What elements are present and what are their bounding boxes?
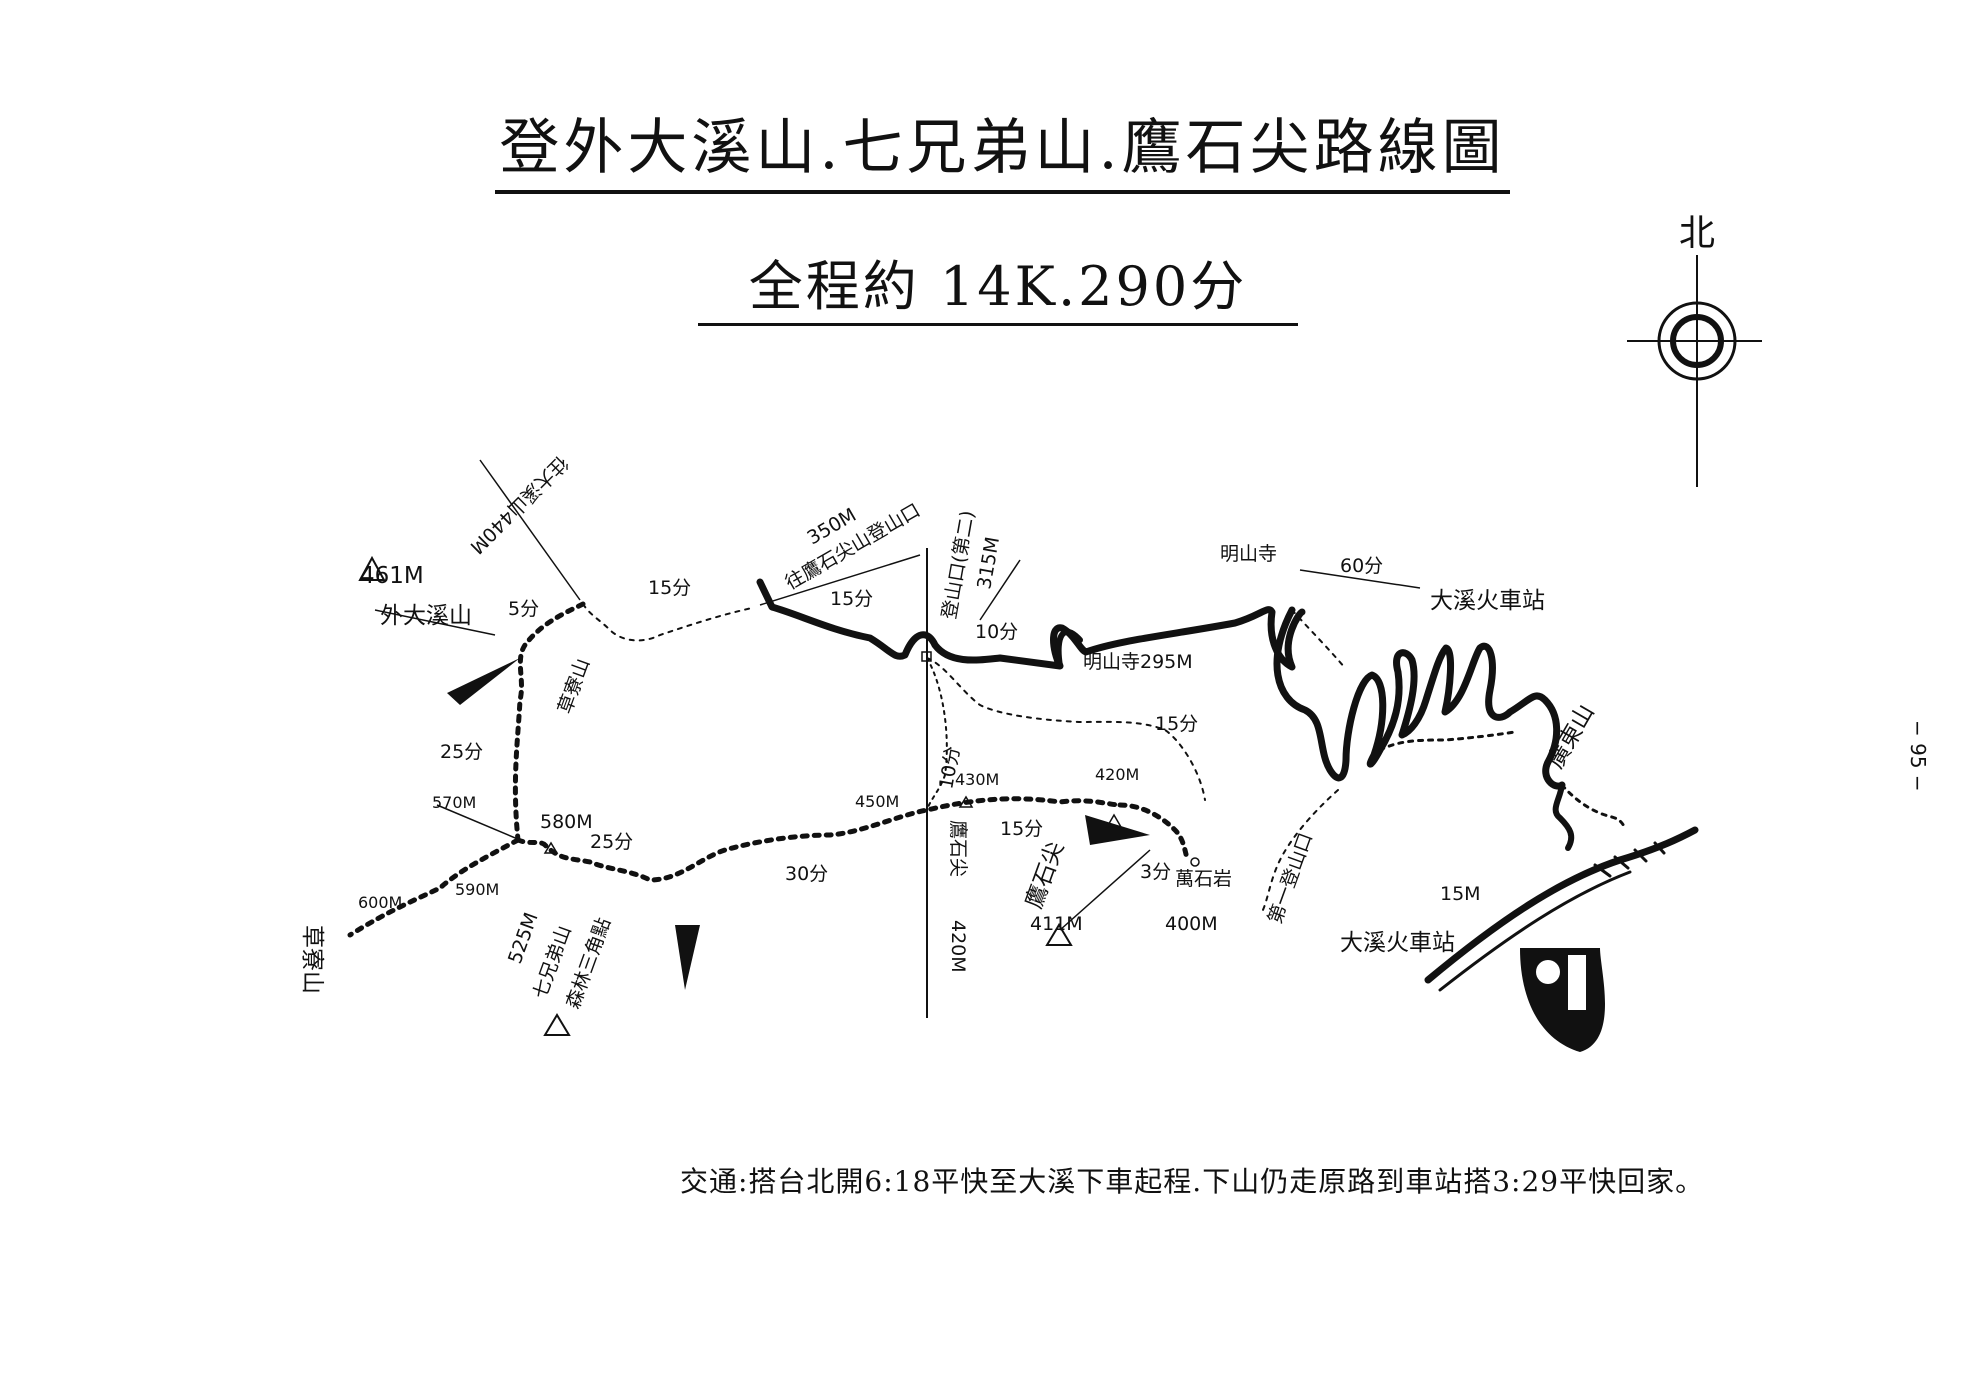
station-elevation: 15M xyxy=(1440,883,1481,905)
benchmark-icon-2 xyxy=(1045,923,1073,946)
junction-markers xyxy=(543,651,1200,867)
main-road xyxy=(756,578,1699,992)
daxi-station-top-label: 大溪火車站 xyxy=(1430,588,1545,614)
seven-brothers-peak-icon xyxy=(675,925,700,990)
railway-station-icon xyxy=(1520,948,1605,1052)
wanshiyan-elevation: 400M xyxy=(1165,913,1218,935)
trail-lines xyxy=(347,601,1627,938)
wai-daxi-elevation: 461M xyxy=(360,563,424,589)
elevation-580m: 580M xyxy=(540,811,593,833)
elevation-600m: 600M xyxy=(358,893,402,912)
time-10min: 10分 xyxy=(975,621,1018,643)
wai-daxi-name: 外大溪山 xyxy=(380,603,472,629)
elevation-590m: 590M xyxy=(455,880,499,899)
trailhead-2-elevation: 315M xyxy=(973,535,1004,591)
time-15min-right: 15分 xyxy=(1155,713,1198,735)
elevation-570m: 570M xyxy=(432,793,476,812)
subtitle-underline xyxy=(698,323,1298,326)
wai-daxi-peak-icon xyxy=(447,658,520,705)
time-15min-north: 15分 xyxy=(648,577,691,599)
title-underline xyxy=(495,190,1510,194)
yingshijian-peak-icon xyxy=(1085,815,1150,845)
benchmark-icon xyxy=(543,1013,571,1036)
time-25min-ridge: 25分 xyxy=(590,831,633,853)
caoliao-mountain-label: 草寮山 xyxy=(554,656,594,717)
time-60min: 60分 xyxy=(1340,555,1383,577)
nw-trail-label: 往大溪山440M xyxy=(465,451,572,558)
mingshan-temple-top-label: 明山寺 xyxy=(1220,543,1277,565)
seven-brothers-elevation: 525M xyxy=(504,910,543,967)
time-25min-left: 25分 xyxy=(440,741,483,763)
time-15min-road: 15分 xyxy=(830,588,873,610)
triangulation-point-icon xyxy=(358,555,386,581)
elevation-420m: 420M xyxy=(1095,765,1139,784)
caoliao-west-label: 草寮山 xyxy=(299,925,325,994)
map-title: 登外大溪山.七兄弟山.鷹石尖路線圖 xyxy=(499,113,1506,183)
time-30min: 30分 xyxy=(785,863,828,885)
elevation-450m: 450M xyxy=(855,792,899,811)
yingshijian-side-label: 鷹石尖 xyxy=(947,820,969,877)
route-summary: 全程約 14K.290分 xyxy=(748,255,1248,318)
wanshiyan-name: 萬石岩 xyxy=(1175,868,1232,890)
compass-north-label: 北 xyxy=(1679,213,1715,254)
time-15min-mid: 15分 xyxy=(1000,818,1043,840)
mingshan-temple-label: 明山寺295M xyxy=(1083,651,1193,673)
time-3min: 3分 xyxy=(1140,861,1171,883)
north-compass-icon: 北 xyxy=(1627,213,1762,487)
transport-note: 交通:搭台北開6:18平快至大溪下車起程.下山仍走原路到車站搭3:29平快回家。 xyxy=(680,1165,1705,1198)
time-5min: 5分 xyxy=(508,598,539,620)
page-number: − 95 − xyxy=(1906,720,1930,792)
yingshijian-elevation: 411M xyxy=(1030,913,1083,935)
pointer-lines xyxy=(374,459,1421,931)
yingshijian-name: 鷹石尖 xyxy=(1021,838,1069,912)
trailhead-2-label: 登山口(第二) xyxy=(938,509,979,621)
kuan-elevation: 420M xyxy=(947,920,969,973)
elevation-430m: 430M xyxy=(955,770,999,789)
daxi-station-label: 大溪火車站 xyxy=(1340,930,1455,956)
